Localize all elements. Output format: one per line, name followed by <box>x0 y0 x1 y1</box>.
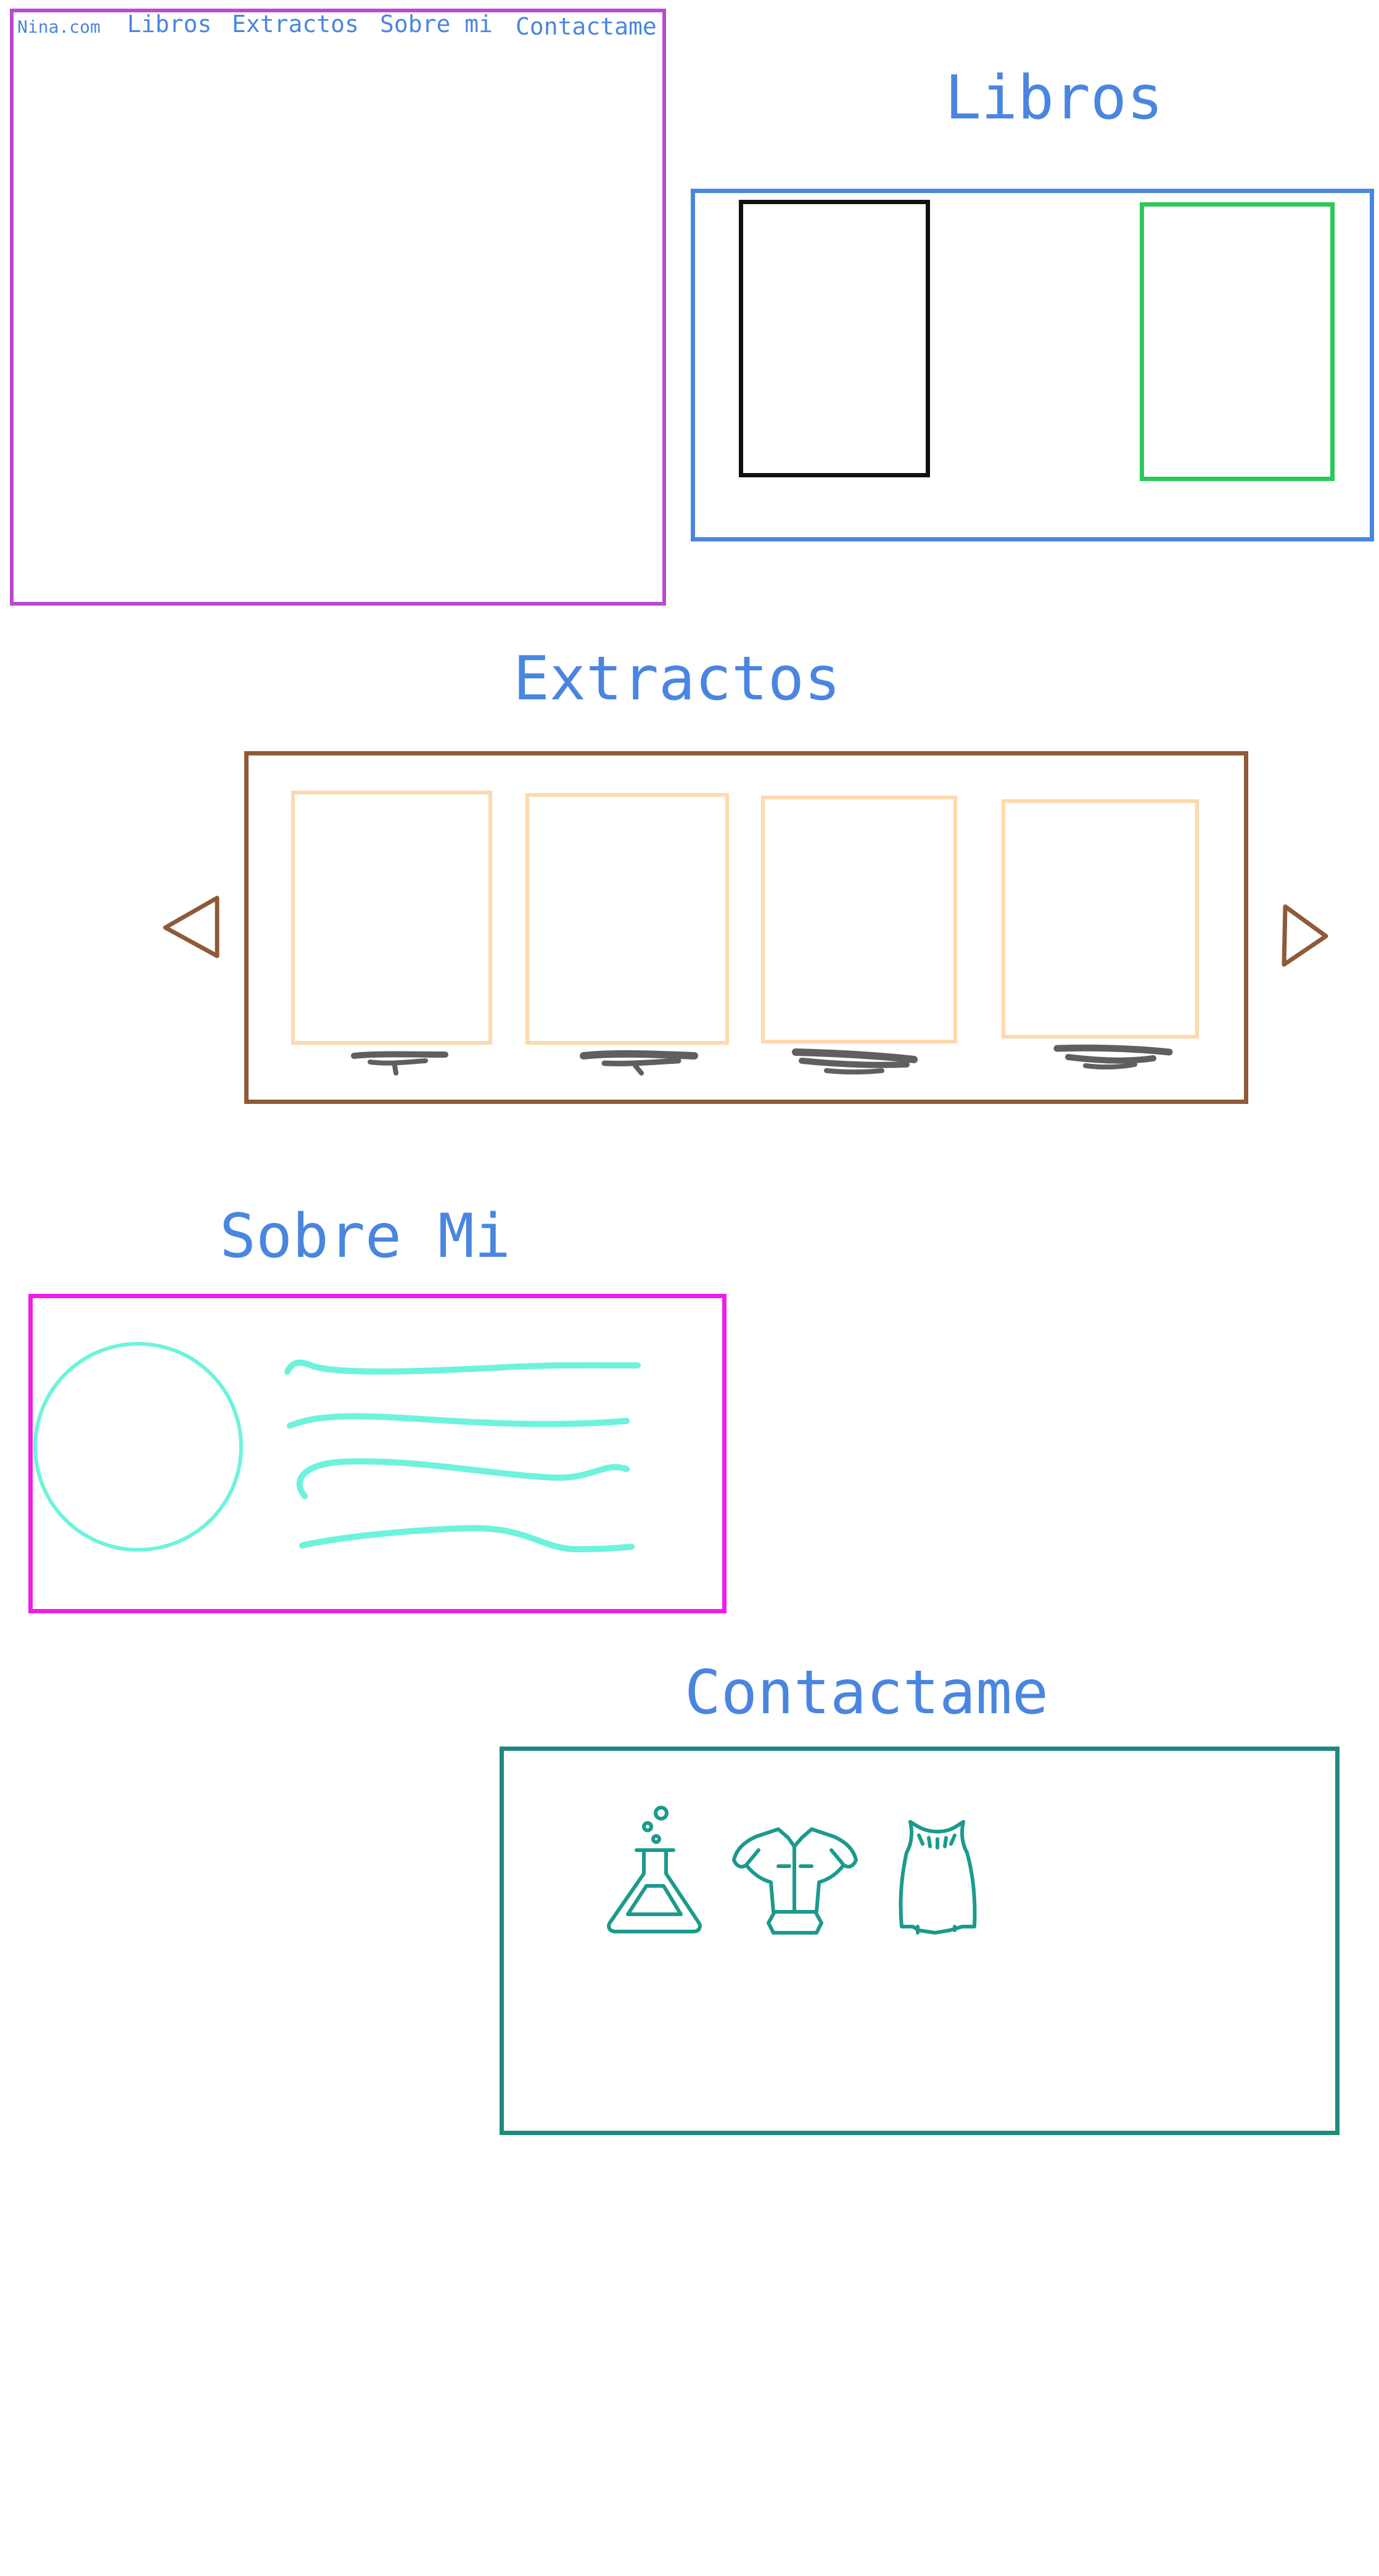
excerpt-caption-4 <box>1053 1044 1173 1070</box>
contactame-title: Contactame <box>685 1658 1049 1728</box>
excerpt-card-1[interactable] <box>291 791 492 1045</box>
nav-link-extractos[interactable]: Extractos <box>232 10 359 38</box>
avatar <box>33 1342 243 1552</box>
excerpt-card-4[interactable] <box>1002 799 1199 1039</box>
bio-text-scribble <box>284 1359 641 1553</box>
excerpt-caption-2 <box>580 1050 698 1076</box>
excerpt-card-3[interactable] <box>761 796 957 1043</box>
triangle-left-icon[interactable] <box>163 895 220 958</box>
extractos-frame <box>244 751 1248 1104</box>
libros-title: Libros <box>945 63 1164 133</box>
extractos-title: Extractos <box>513 644 841 714</box>
triangle-right-icon[interactable] <box>1282 904 1328 967</box>
libros-frame <box>691 189 1374 541</box>
book-card-2[interactable] <box>1140 202 1335 481</box>
excerpt-caption-1 <box>351 1051 448 1076</box>
shirt-icon[interactable] <box>732 1827 858 1935</box>
contactame-frame <box>500 1747 1340 2135</box>
flask-icon[interactable] <box>607 1806 702 1933</box>
nav-link-libros[interactable]: Libros <box>127 10 212 38</box>
sobre-mi-frame <box>28 1294 727 1613</box>
nav-link-sobre-mi[interactable]: Sobre mi <box>380 10 493 38</box>
hero-frame <box>10 9 666 606</box>
site-brand[interactable]: Nina.com <box>17 17 101 37</box>
book-card-1[interactable] <box>739 200 930 477</box>
nav-link-contactame[interactable]: Contactame <box>516 13 657 40</box>
excerpt-card-2[interactable] <box>525 793 729 1045</box>
excerpt-caption-3 <box>792 1048 918 1075</box>
dress-icon[interactable] <box>899 1820 977 1935</box>
sobre-mi-title: Sobre Mi <box>220 1201 511 1272</box>
